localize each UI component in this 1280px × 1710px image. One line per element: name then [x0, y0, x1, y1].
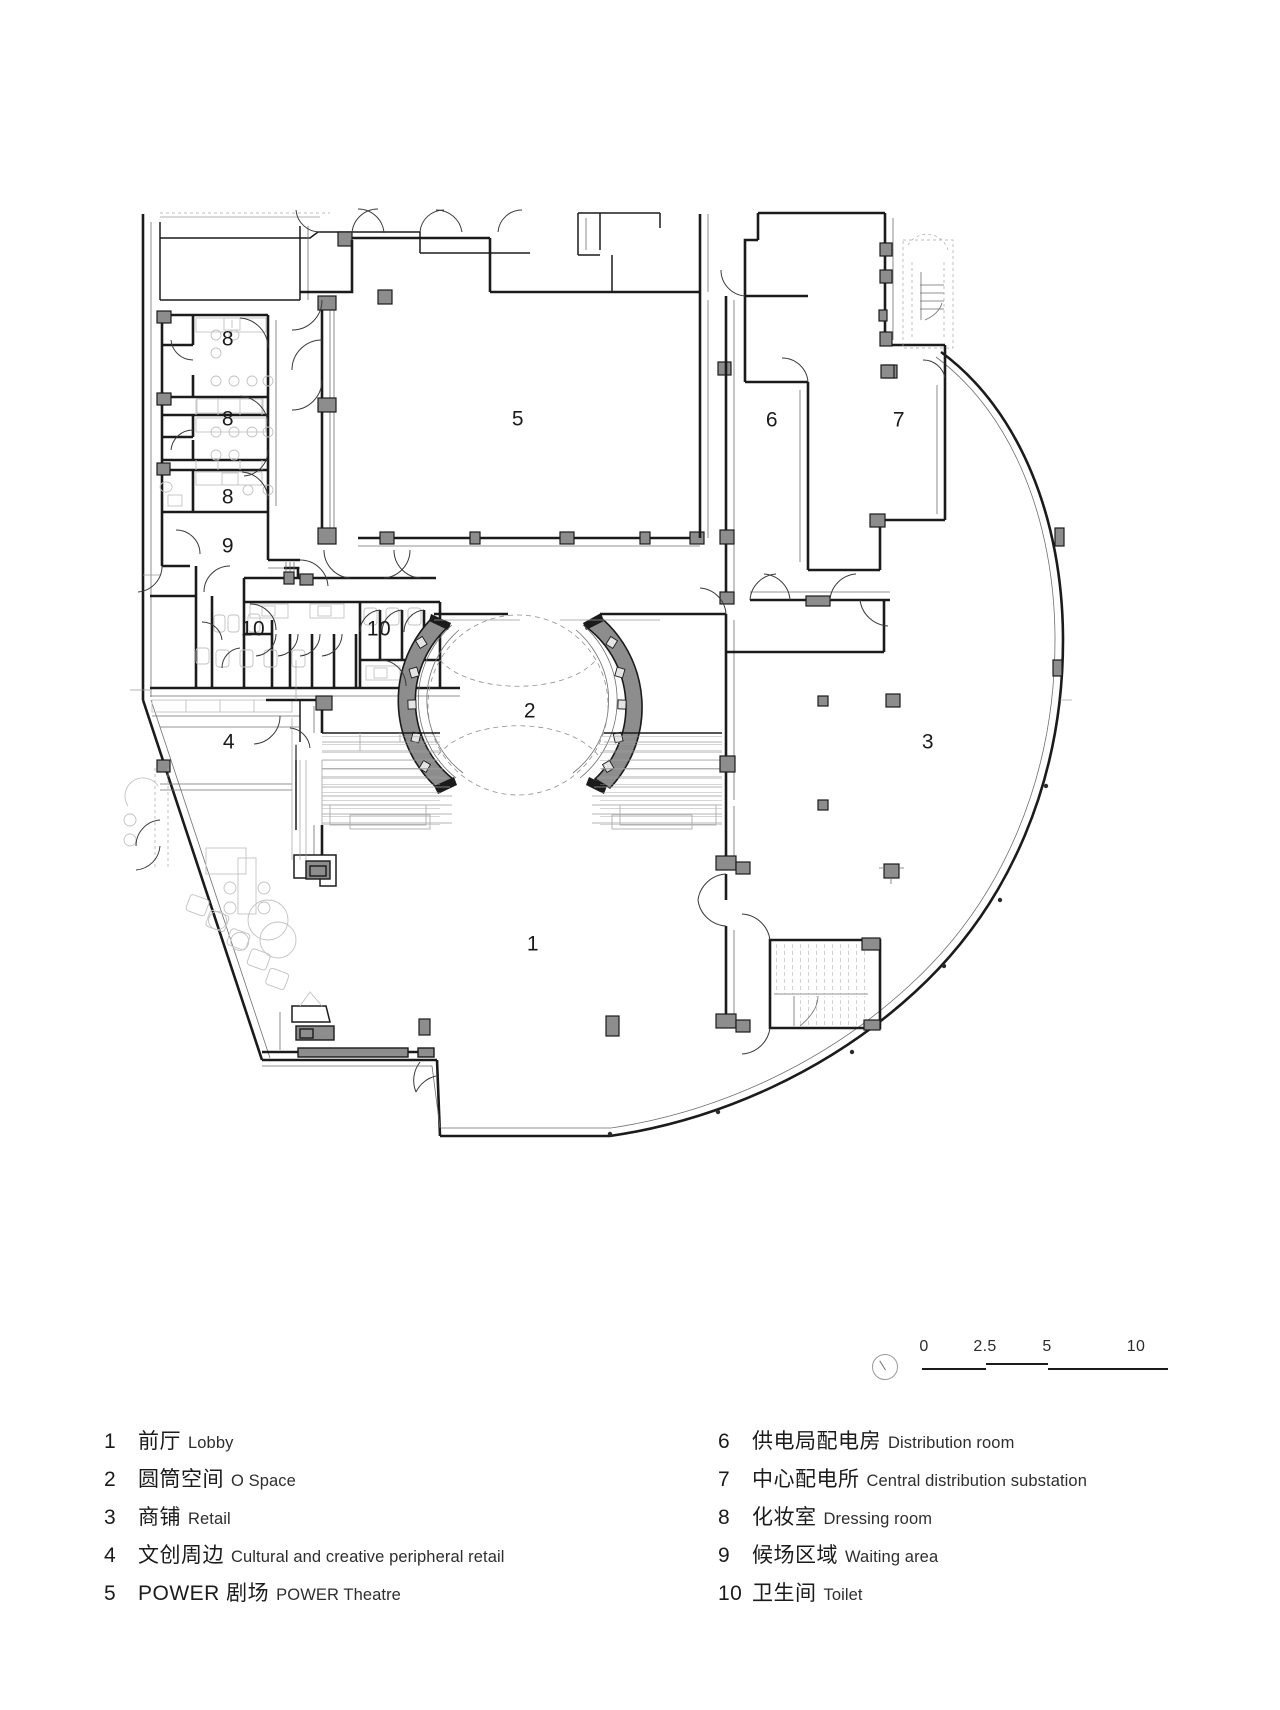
- legend-index-8: 8: [718, 1506, 731, 1529]
- room-3-block: [715, 591, 904, 1033]
- floor-plan-drawing: .w { fill:#8d8d8d; stroke:#1b1b1b; strok…: [123, 208, 1072, 1138]
- scale-seg-3: [1048, 1368, 1168, 1371]
- legend-item-8: 8 化妆室 Dressing room: [718, 1501, 1278, 1539]
- lobby-core: [262, 695, 620, 1058]
- legend-cn-1: 前厅: [138, 1430, 181, 1453]
- stepped-seating-right: [592, 732, 722, 830]
- scale-tick-2_5: 2.5: [973, 1338, 997, 1355]
- scale-bar-ticks: 0 2.5 5 10: [916, 1338, 1168, 1384]
- room-number-8b: 8: [221, 407, 235, 431]
- legend-item-7: 7 中心配电所 Central distribution substation: [718, 1463, 1278, 1501]
- legend-index-10: 10: [718, 1582, 743, 1605]
- legend-column-right: 6 供电局配电房 Distribution room 7 中心配电所 Centr…: [718, 1425, 1278, 1615]
- room-4-block: [123, 698, 301, 990]
- legend-index-3: 3: [104, 1506, 117, 1529]
- legend-index-4: 4: [104, 1544, 117, 1567]
- scale-tick-5: 5: [1042, 1338, 1052, 1355]
- legend-index-1: 1: [104, 1430, 117, 1453]
- legend-en-8: Dressing room: [823, 1510, 933, 1528]
- room-number-3: 3: [921, 730, 935, 754]
- room-number-10b: 10: [366, 617, 392, 641]
- legend-item-3: 3 商铺 Retail: [104, 1501, 644, 1539]
- legend-en-9: Waiting area: [845, 1548, 939, 1566]
- legend-en-10: Toilet: [823, 1586, 863, 1604]
- dressing-rooms-block: [156, 310, 277, 514]
- legend-index-5: 5: [104, 1582, 117, 1605]
- legend-item-10: 10 卫生间 Toilet: [718, 1577, 1278, 1615]
- scale-bar: 0 2.5 5 10: [868, 1330, 1168, 1400]
- room-number-2: 2: [523, 699, 537, 723]
- room-number-9: 9: [221, 534, 235, 558]
- legend-item-9: 9 候场区域 Waiting area: [718, 1539, 1278, 1577]
- room-number-4: 4: [222, 730, 236, 754]
- legend-cn-9: 候场区域: [752, 1544, 838, 1567]
- room-number-6: 6: [765, 408, 779, 432]
- room-number-1: 1: [526, 932, 540, 956]
- legend-index-7: 7: [718, 1468, 731, 1491]
- legend-en-2: O Space: [231, 1472, 296, 1490]
- legend-item-5: 5 POWER 剧场 POWER Theatre: [104, 1577, 644, 1615]
- scale-tick-0: 0: [919, 1338, 929, 1355]
- legend-column-left: 1 前厅 Lobby 2 圆筒空间 O Space 3 商铺 Retail 4 …: [104, 1425, 644, 1615]
- legend-item-4: 4 文创周边 Cultural and creative peripheral …: [104, 1539, 644, 1577]
- legend-item-1: 1 前厅 Lobby: [104, 1425, 644, 1463]
- legend-item-2: 2 圆筒空间 O Space: [104, 1463, 644, 1501]
- legend-index-9: 9: [718, 1544, 731, 1567]
- room-number-10a: 10: [240, 617, 266, 641]
- lower-right-stair: [768, 937, 882, 1031]
- exterior-wall-openings: [607, 527, 1065, 1137]
- upper-right-stair: [902, 233, 954, 349]
- legend-index-2: 2: [104, 1468, 117, 1491]
- room-number-8a: 8: [221, 327, 235, 351]
- north-arrow-icon: [872, 1354, 898, 1380]
- legend-en-6: Distribution room: [888, 1434, 1015, 1452]
- exterior-curved-wall: [141, 214, 1065, 1138]
- door-swings: [135, 208, 946, 1093]
- legend-en-5: POWER Theatre: [276, 1586, 401, 1604]
- legend-en-3: Retail: [188, 1510, 231, 1528]
- legend-cn-5: POWER 剧场: [138, 1582, 270, 1605]
- legend-en-7: Central distribution substation: [866, 1472, 1087, 1490]
- stepped-seating-left: [321, 732, 452, 830]
- scale-tick-10: 10: [1126, 1338, 1146, 1355]
- legend-index-6: 6: [718, 1430, 731, 1453]
- room-number-8c: 8: [221, 485, 235, 509]
- room-number-5: 5: [511, 407, 525, 431]
- upper-plan-block: [159, 212, 898, 547]
- legend-cn-4: 文创周边: [138, 1544, 224, 1567]
- annotation-lines: [130, 574, 1072, 860]
- legend-cn-7: 中心配电所: [752, 1468, 860, 1491]
- scale-seg-1: [922, 1368, 986, 1371]
- legend-cn-10: 卫生间: [752, 1582, 817, 1605]
- rooms-6-7: [719, 211, 954, 605]
- floor-plan-svg: .w { fill:#8d8d8d; stroke:#1b1b1b; strok…: [123, 208, 1072, 1138]
- scale-seg-2: [986, 1363, 1048, 1366]
- room-number-7: 7: [892, 408, 906, 432]
- legend: 1 前厅 Lobby 2 圆筒空间 O Space 3 商铺 Retail 4 …: [0, 1425, 1280, 1625]
- waiting-area-9: [150, 512, 300, 598]
- legend-cn-2: 圆筒空间: [138, 1468, 224, 1491]
- legend-item-6: 6 供电局配电房 Distribution room: [718, 1425, 1278, 1463]
- legend-cn-6: 供电局配电房: [752, 1430, 881, 1453]
- legend-cn-8: 化妆室: [752, 1506, 817, 1529]
- legend-en-4: Cultural and creative peripheral retail: [231, 1548, 505, 1566]
- legend-cn-3: 商铺: [138, 1506, 181, 1529]
- legend-en-1: Lobby: [188, 1434, 234, 1452]
